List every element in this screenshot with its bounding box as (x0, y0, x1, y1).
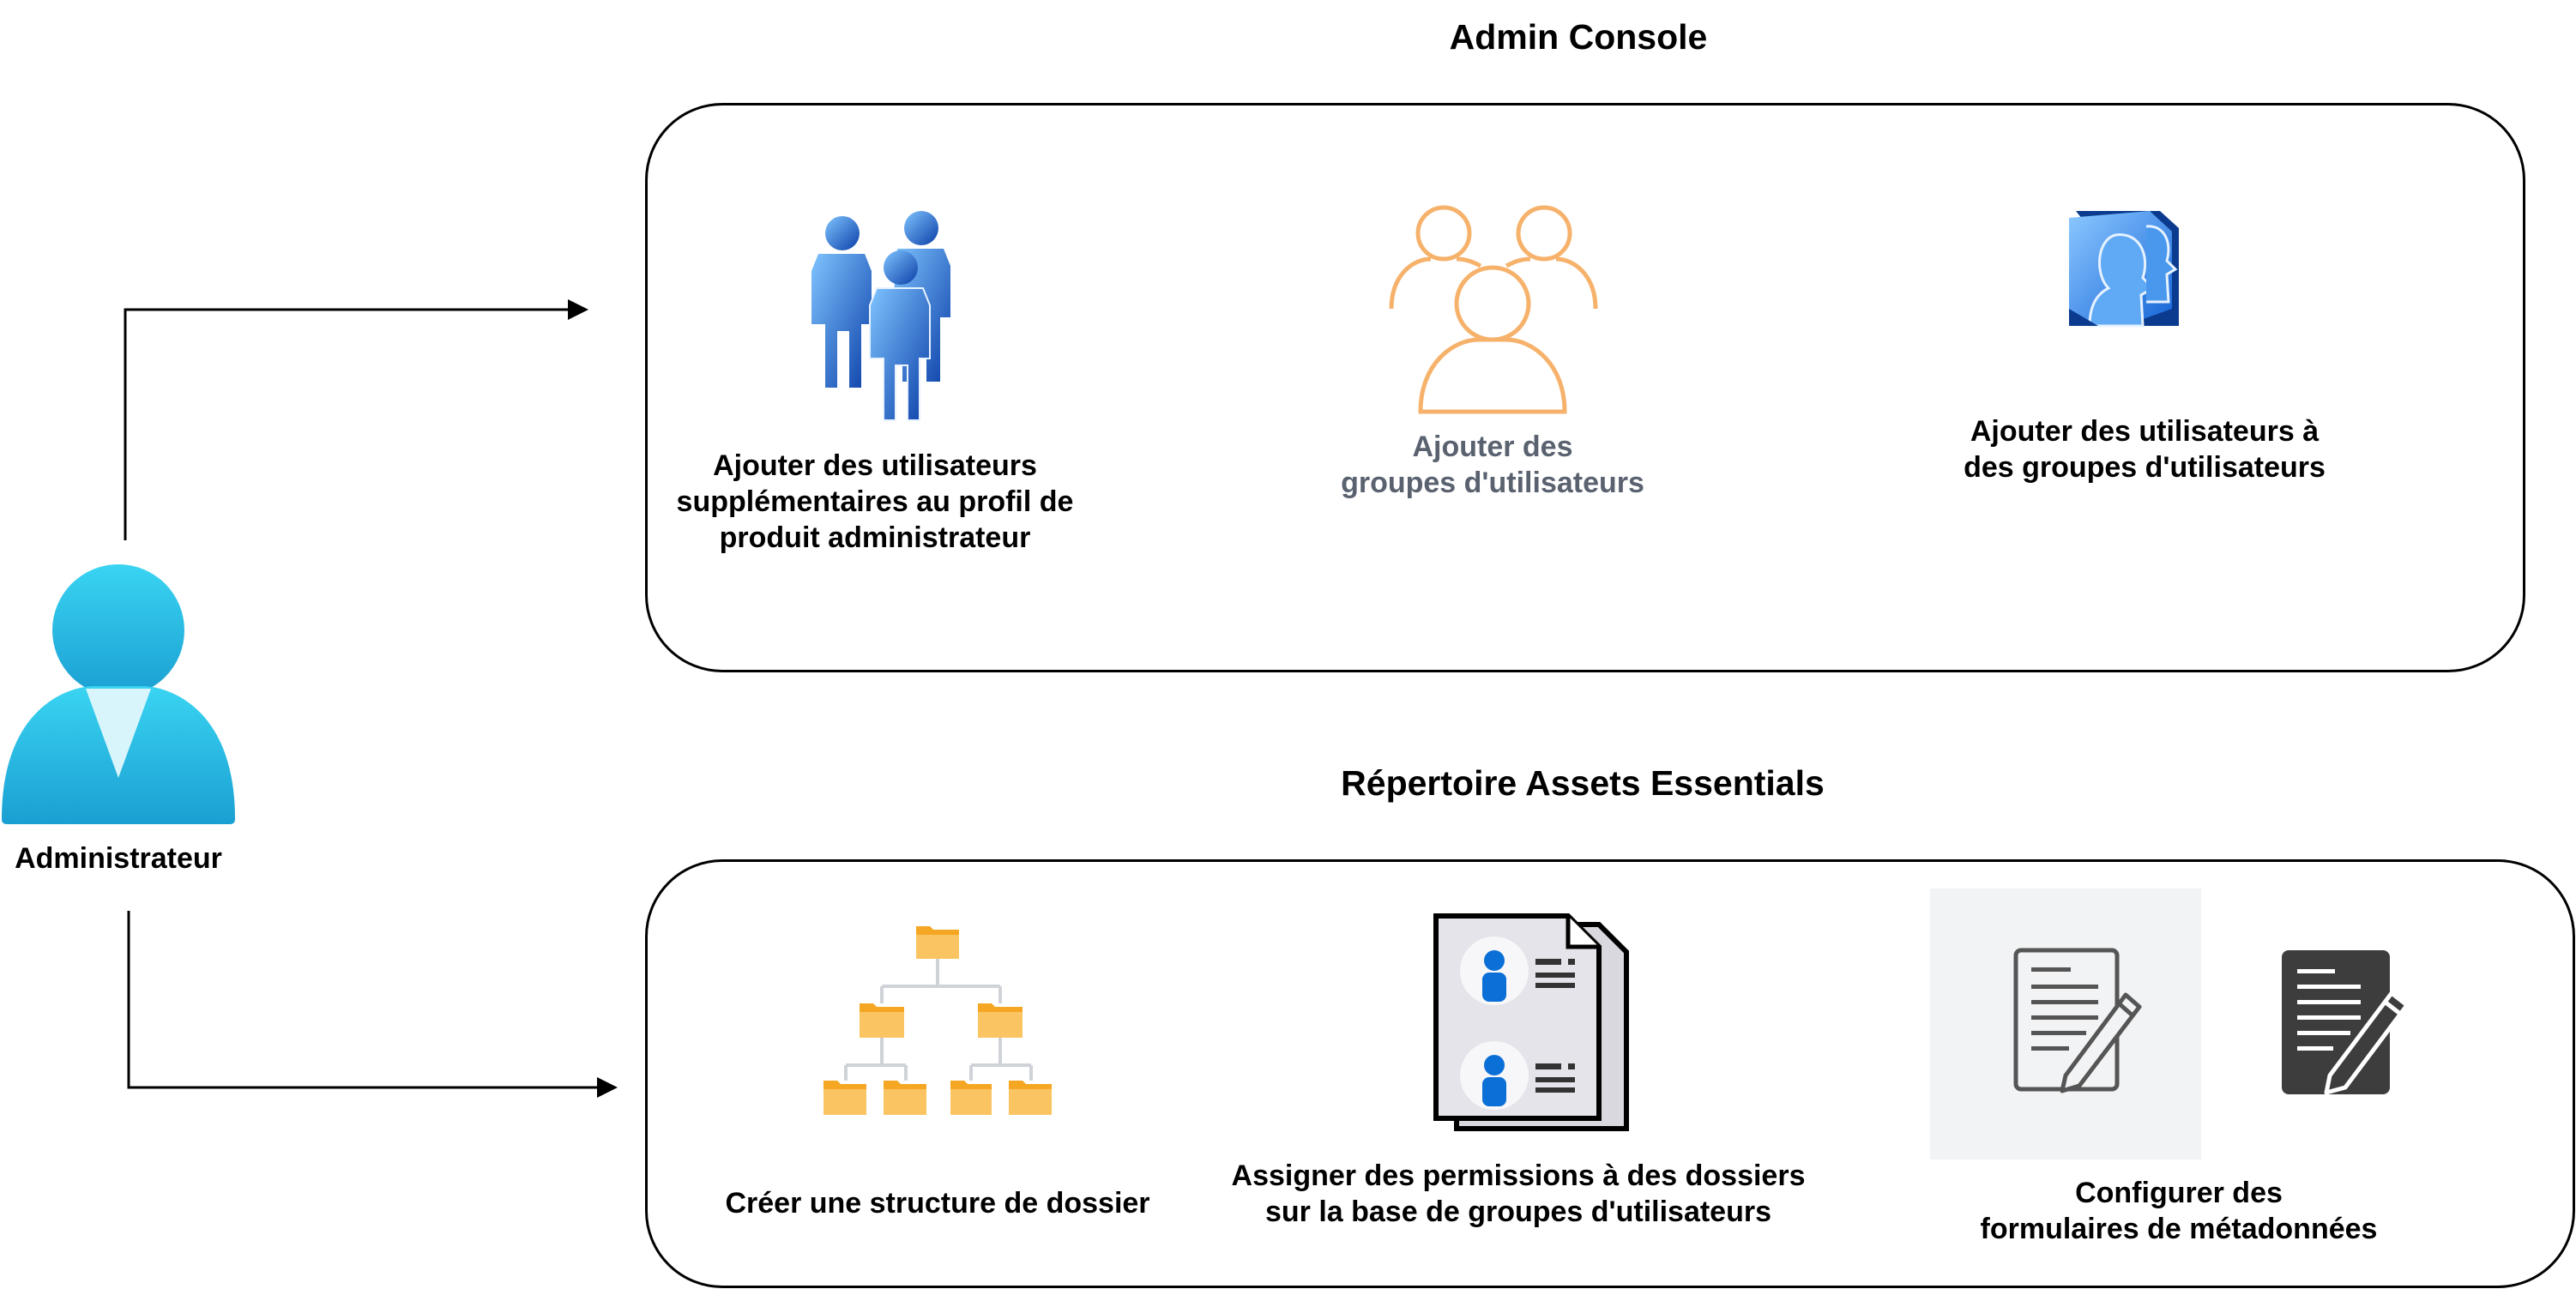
user-documents-icon (1433, 913, 1629, 1131)
repository-item-label-1: Créer une structure de dossier (725, 1187, 1150, 1220)
user-group-outline-icon (1389, 205, 1598, 414)
admin-item-label-3: Ajouter des utilisateurs à des groupes d… (1964, 415, 2326, 484)
arrow-to-admin-console (124, 299, 588, 540)
form-edit-dark-icon (2282, 950, 2410, 1095)
form-edit-light-icon (2013, 948, 2142, 1093)
repository-item-label-3: Configurer des formulaires de métadonnée… (1980, 1177, 2378, 1245)
administrator-label: Administrateur (15, 842, 222, 875)
users-group-icon (811, 211, 950, 421)
admin-item-label-2: Ajouter des groupes d'utilisateurs (1341, 431, 1644, 499)
user-profiles-icon (2069, 211, 2179, 328)
form-edit-light-tile (1930, 888, 2201, 1159)
repository-item-label-2: Assigner des permissions à des dossiers … (1231, 1159, 1806, 1228)
folder-tree-icon (823, 926, 1052, 1115)
repository-title: Répertoire Assets Essentials (1341, 763, 1825, 803)
arrow-to-repository (127, 911, 618, 1098)
administrator-user-icon (2, 564, 235, 824)
admin-console-title: Admin Console (1449, 17, 1708, 57)
admin-console-panel (645, 103, 2525, 672)
admin-item-label-1: Ajouter des utilisateurs supplémentaires… (676, 449, 1074, 554)
